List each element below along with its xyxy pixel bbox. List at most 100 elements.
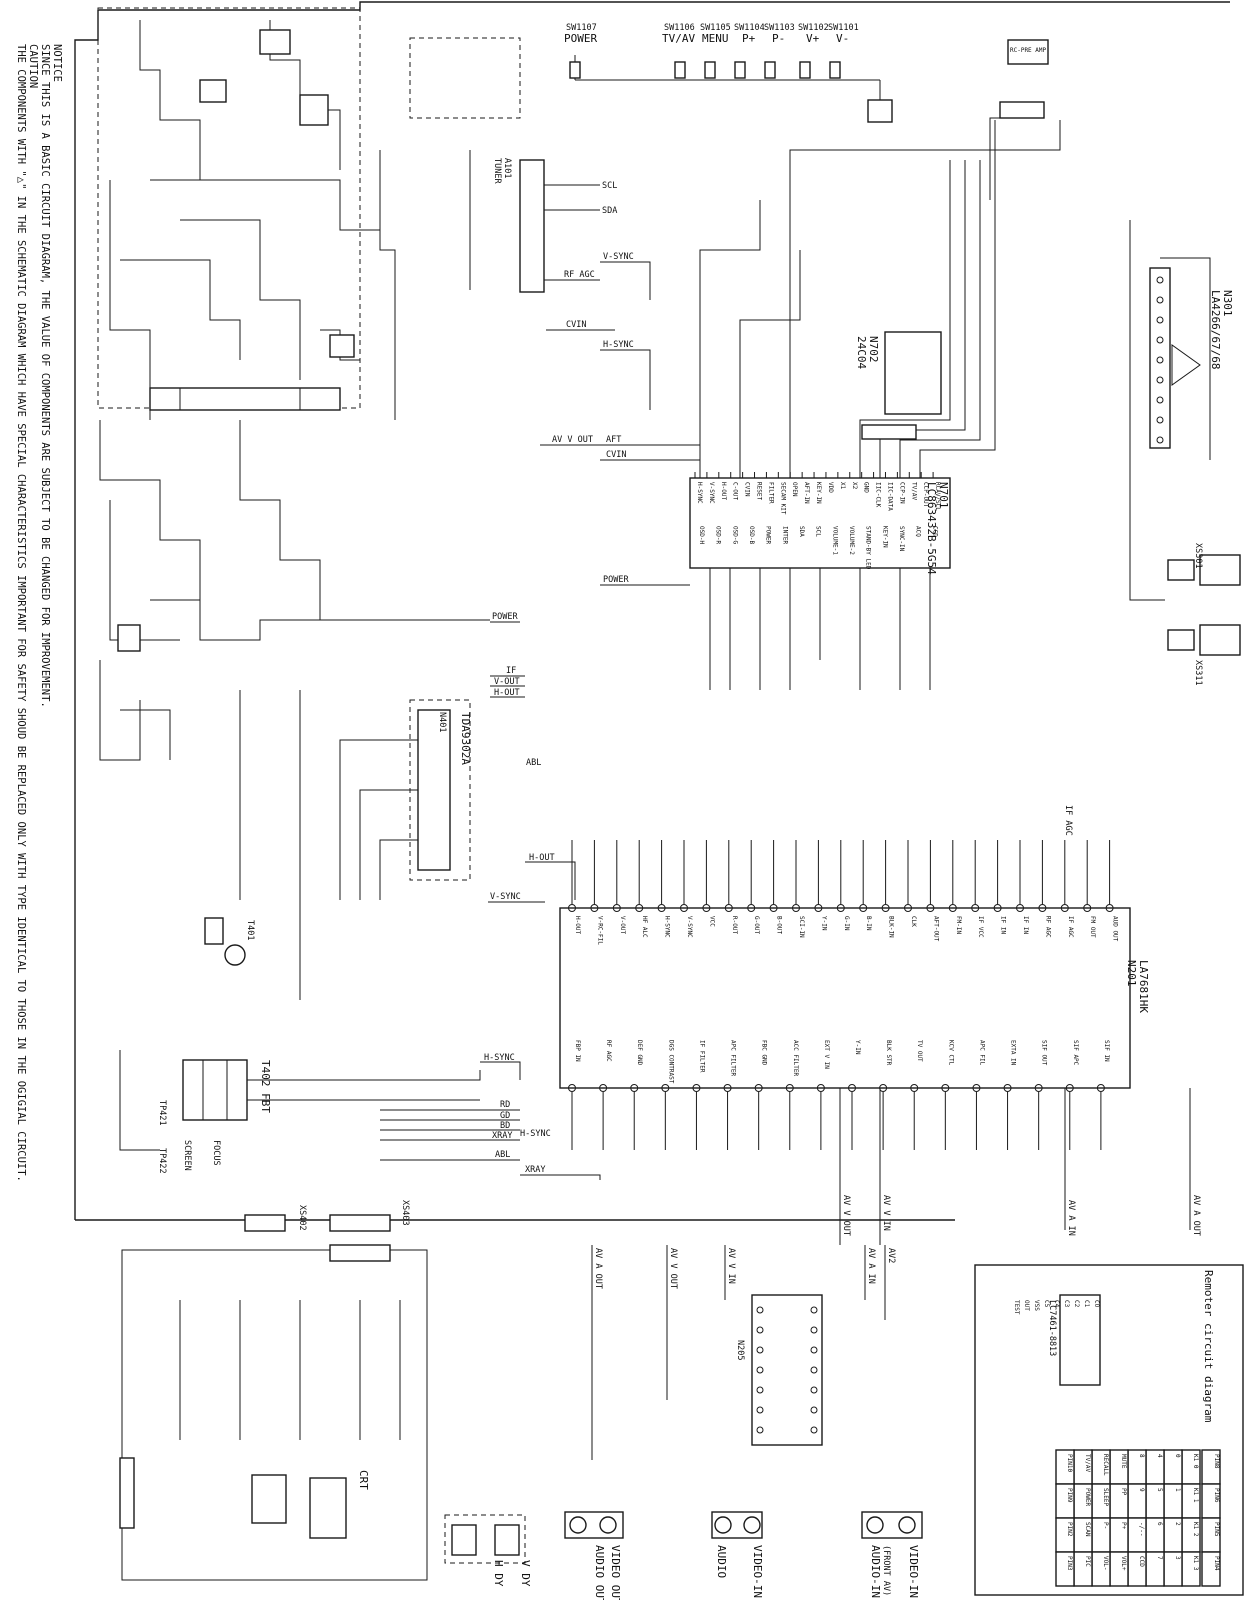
abl-label-2: ABL <box>495 1150 510 1160</box>
remote-lhdr-0: PIN10 <box>1066 1454 1073 1472</box>
n201-bot-pin-8 <box>816 1084 825 1092</box>
tuner-name: TUNER <box>492 158 502 184</box>
t401-block: T401 <box>204 917 255 966</box>
n201-top-pin-2 <box>612 904 621 912</box>
n201-top-label-5: V-SYNC <box>686 916 693 938</box>
n701-pin-14: GND <box>863 482 870 493</box>
screen-label: SCREEN <box>182 1140 192 1171</box>
remote-ic-pin-3: C3 <box>1063 1300 1070 1308</box>
n201-bot-label-12: KCV CTL <box>947 1040 954 1066</box>
n201-top-label-19: IF IN <box>1000 916 1007 934</box>
n701-rpin-6: SDA <box>798 526 805 537</box>
if-label: IF <box>506 666 516 676</box>
n701-rpin-4: POWER <box>765 526 772 544</box>
cvin-label-1: CVIN <box>566 320 586 330</box>
n201-top-pin-6 <box>702 904 711 912</box>
n201-bot-pin-11 <box>910 1084 919 1092</box>
xs204-label: VIDEO OUT <box>609 1545 622 1600</box>
n205-block: N205 <box>735 1294 823 1446</box>
n401-block: TDA9302A N401 <box>239 690 472 1000</box>
remote-ic-pin-8: TEST <box>1013 1300 1020 1315</box>
remote-key-4-3: VOL+ <box>1120 1556 1127 1571</box>
av-v-in-label-1: AV V IN <box>881 1195 891 1231</box>
n201-top-pin-17 <box>948 904 957 912</box>
av-a-out-label-2: AV A OUT <box>593 1248 603 1289</box>
h-out-label-2: H-OUT <box>529 853 555 863</box>
n201-bot-label-4: IF FILTER <box>698 1040 705 1073</box>
n701-name: LC863432B-5G54 <box>925 482 938 575</box>
n201-bot-pin-14 <box>1003 1084 1012 1092</box>
n201-bot-pin-0 <box>568 1084 576 1092</box>
n201-bot-pin-2 <box>630 1084 639 1092</box>
n701-pin-18: TV/AV <box>910 482 917 500</box>
xs202-label: VIDEO-IN <box>751 1545 764 1598</box>
remote-key-5-1: SLEEP <box>1102 1488 1109 1506</box>
remote-key-4-1: PP <box>1120 1488 1127 1496</box>
sw1107-ref: SW1107 <box>566 23 597 33</box>
tp422-label: TP422 <box>157 1148 167 1174</box>
n201-top-label-20: IF IN <box>1022 916 1029 934</box>
n701-pin-6: FILTER <box>767 482 774 504</box>
remote-key-2-0: 4 <box>1156 1454 1163 1458</box>
remote-hdr-cell-3 <box>1201 1551 1221 1587</box>
sw1107-label: POWER <box>564 32 597 45</box>
n201-bot-label-0: FBP IN <box>574 1040 581 1062</box>
remote-key-6-1: POWER <box>1084 1488 1091 1506</box>
n201-bot-pin-16 <box>1065 1084 1074 1092</box>
front-audio-in-label: AUDIO-IN <box>869 1545 882 1598</box>
notice-block: NOTICE SINCE THIS IS A BASIC CIRCUIT DIA… <box>15 44 63 1182</box>
remote-key-0-0: K1 0 <box>1192 1454 1199 1469</box>
xs201-label: AUDIO <box>715 1545 728 1578</box>
sw1105-label: MENU <box>702 32 729 45</box>
n701-rpin-14: CCD <box>931 526 938 537</box>
n401-ref: N401 <box>437 712 447 732</box>
remote-hdr-0: PIN8 <box>1213 1454 1220 1469</box>
remote-key-2-1: 5 <box>1156 1488 1163 1492</box>
remote-key-1-1: 1 <box>1174 1488 1181 1492</box>
remote-key-5-3: VOL- <box>1102 1556 1109 1570</box>
n701-rpin-2: OSD-G <box>731 526 738 544</box>
n201-top-pin-9 <box>769 904 778 912</box>
n201-top-label-15: CLK <box>910 916 917 927</box>
caution-heading: CAUTION <box>27 44 39 88</box>
n201-top-pin-18 <box>971 904 980 912</box>
xs301-label: XS301 <box>1193 543 1203 569</box>
v-out-label: V-OUT <box>494 677 520 687</box>
power-signal-label: POWER <box>603 575 629 585</box>
remote-hdr-3: PIN4 <box>1213 1556 1220 1571</box>
n201-top-pin-20 <box>1016 904 1024 912</box>
scl-label: SCL <box>602 181 617 191</box>
remote-ic-label: LC7461-8813 <box>1047 1300 1057 1356</box>
n702-ref: N702 <box>867 336 880 363</box>
sw1103-ref: SW1103 <box>764 23 795 33</box>
xray-label-1: XRAY <box>492 1131 512 1141</box>
gd-label: GD <box>500 1111 510 1121</box>
tp421-label: TP421 <box>157 1100 167 1126</box>
n701-pin-13: X2 <box>851 482 858 490</box>
sw1104-label: P+ <box>742 32 756 45</box>
n201-top-pin-10 <box>792 904 800 912</box>
n201-ref: N201 <box>1125 960 1138 987</box>
n201-top-pin-21 <box>1038 904 1047 912</box>
remote-key-1-3: 3 <box>1174 1556 1181 1560</box>
n701-pin-15: IIC-CLK <box>875 482 882 508</box>
n201-bot-pin-7 <box>785 1084 794 1092</box>
remote-key-6-2: SCAN <box>1084 1522 1091 1537</box>
n201-bot-label-10: BLK STR <box>885 1040 892 1066</box>
n201-bot-label-9: Y-IN <box>854 1040 861 1055</box>
n701-rpin-1: OSD-R <box>715 526 722 544</box>
n701-rpin-3: OSD-B <box>748 526 755 544</box>
aft-label: AFT <box>606 435 621 445</box>
h-sync-label-3: H-SYNC <box>484 1053 515 1063</box>
n201-bot-pin-15 <box>1034 1084 1043 1092</box>
n201-bot-pin-4 <box>692 1084 701 1092</box>
n701-pin-1: V-SYNC <box>708 482 715 504</box>
n701-pin-2: H-OUT <box>720 482 727 500</box>
n201-top-label-18: IF VCC <box>977 916 984 938</box>
remote-key-3-3: CCD <box>1138 1556 1145 1567</box>
xs402-label: XS402 <box>297 1205 307 1231</box>
n701-pin-16: IIC-DATA <box>886 482 893 511</box>
